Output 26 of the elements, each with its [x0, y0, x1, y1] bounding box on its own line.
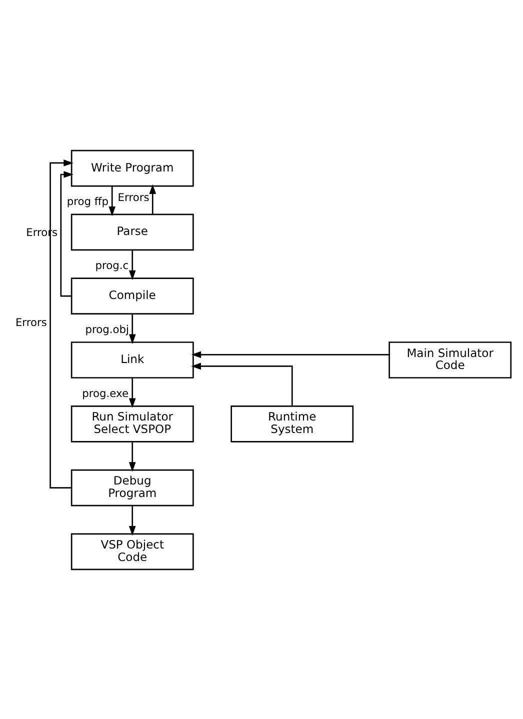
arrow — [50, 159, 74, 488]
node-box: Main Simulator Code — [388, 341, 512, 378]
edge-label: Errors — [15, 315, 47, 328]
arrow — [128, 377, 136, 408]
arrow — [60, 170, 74, 296]
arrow — [149, 184, 156, 214]
arrow — [108, 186, 116, 216]
node-box: Compile — [70, 277, 194, 314]
edge-label: Errors — [118, 190, 150, 204]
arrow — [128, 441, 136, 472]
arrow — [191, 350, 390, 358]
node-box: VSP Object Code — [70, 532, 194, 570]
arrow — [128, 505, 136, 536]
node-box: Link — [70, 341, 194, 378]
node-box: Write Program — [70, 149, 194, 186]
edge-label: prog.exe — [82, 386, 129, 400]
arrow — [128, 313, 136, 344]
node-box: Run Simulator Select VSPOP — [70, 404, 194, 442]
edge-label: prog.obj — [85, 322, 129, 336]
edge-label: prog.c — [95, 258, 129, 272]
node-box: Runtime System — [230, 404, 354, 442]
arrow — [191, 362, 293, 406]
edge-label: prog ffp — [66, 194, 109, 208]
node-box: Parse — [70, 213, 194, 250]
node-box: Debug Program — [70, 468, 194, 506]
arrow — [128, 250, 136, 280]
